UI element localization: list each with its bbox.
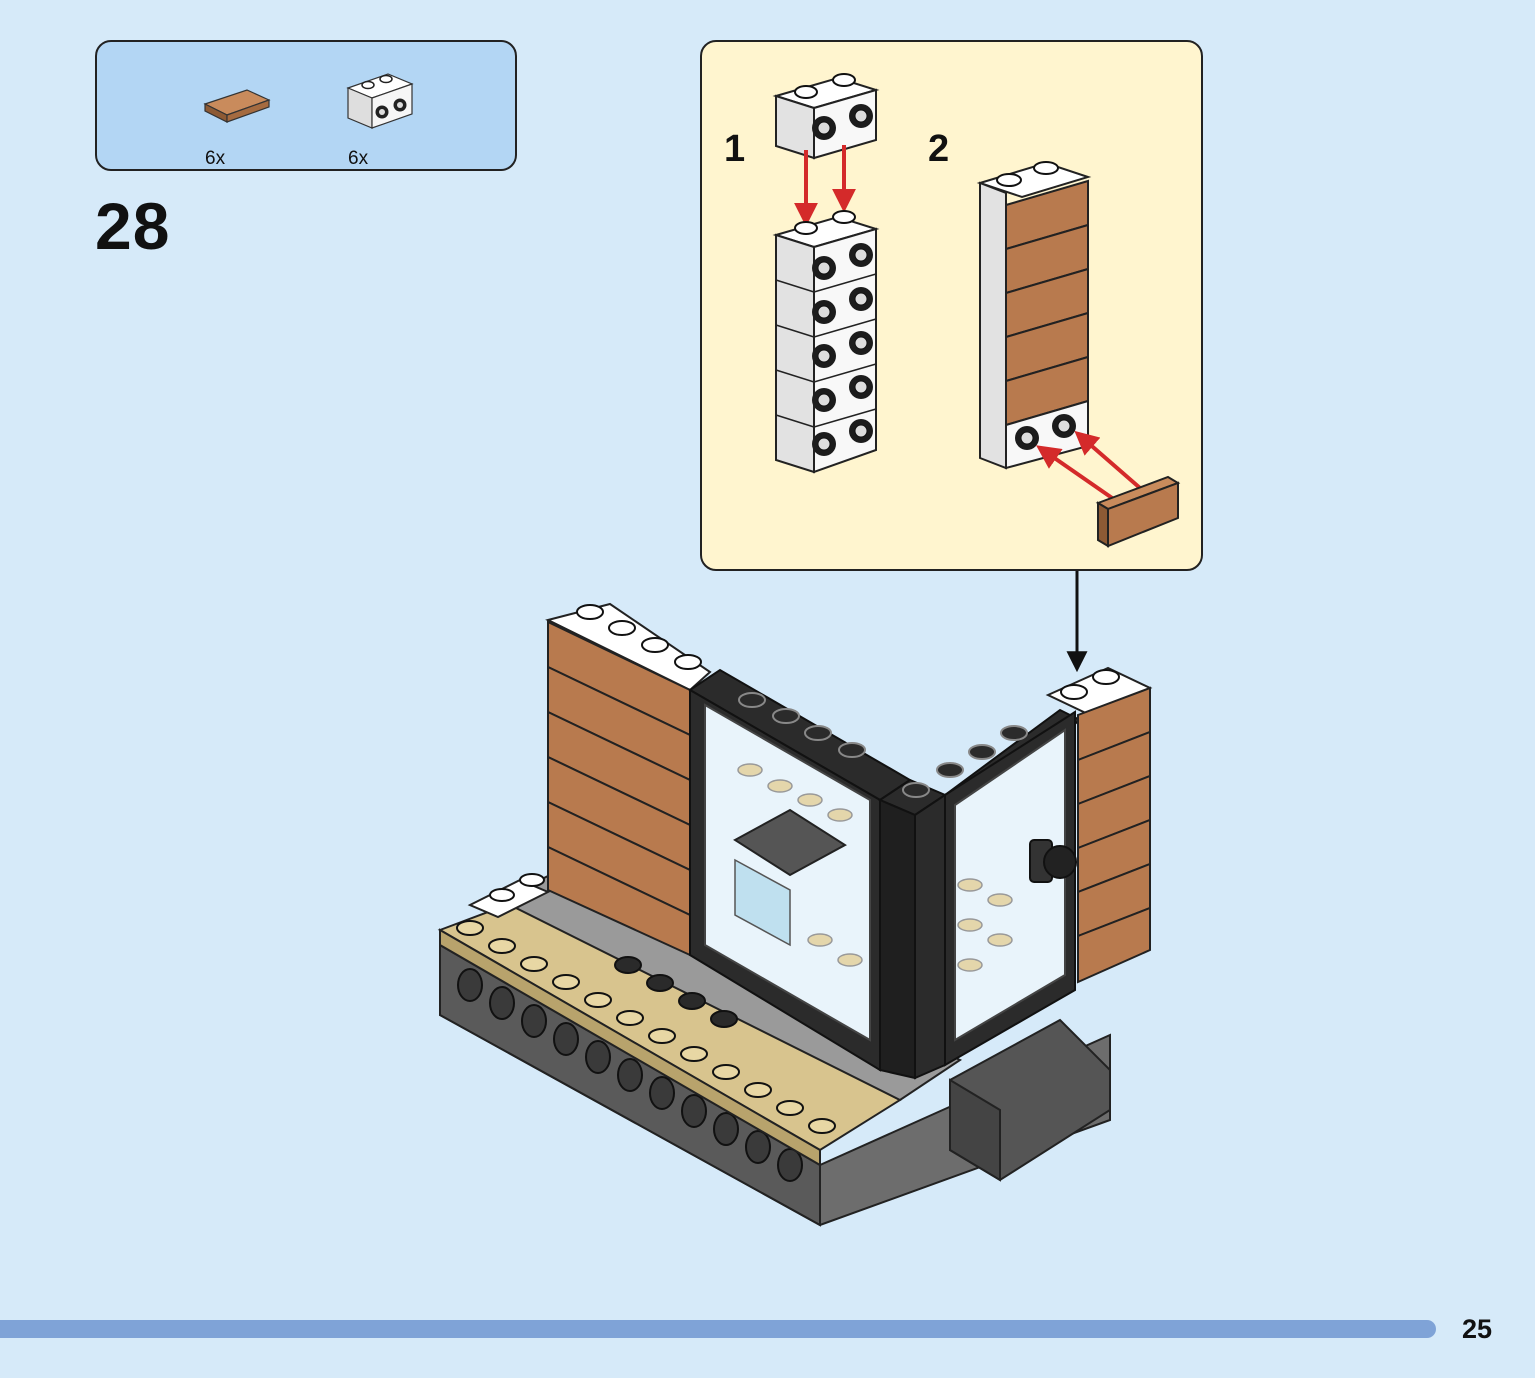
substep-label-1: 1 <box>724 128 746 170</box>
tile-1x2-brown-icon <box>203 89 271 123</box>
page-number: 25 <box>1462 1314 1493 1344</box>
part-brown-tile: 6x <box>197 60 277 169</box>
brick-1x2-studs-side-white-icon <box>346 73 414 129</box>
part-qty: 6x <box>205 148 226 169</box>
substep-1-drawing <box>772 73 880 474</box>
part-qty: 6x <box>348 148 369 169</box>
part-white-brick: 6x <box>342 60 422 169</box>
step-number: 28 <box>95 189 171 263</box>
main-model-drawing <box>437 602 1153 1227</box>
substep-2-drawing <box>976 161 1181 548</box>
substep-label-2: 2 <box>928 128 950 170</box>
footer-progress-bar <box>0 1320 1436 1338</box>
parts-list-box: 6x 6x <box>95 40 517 171</box>
